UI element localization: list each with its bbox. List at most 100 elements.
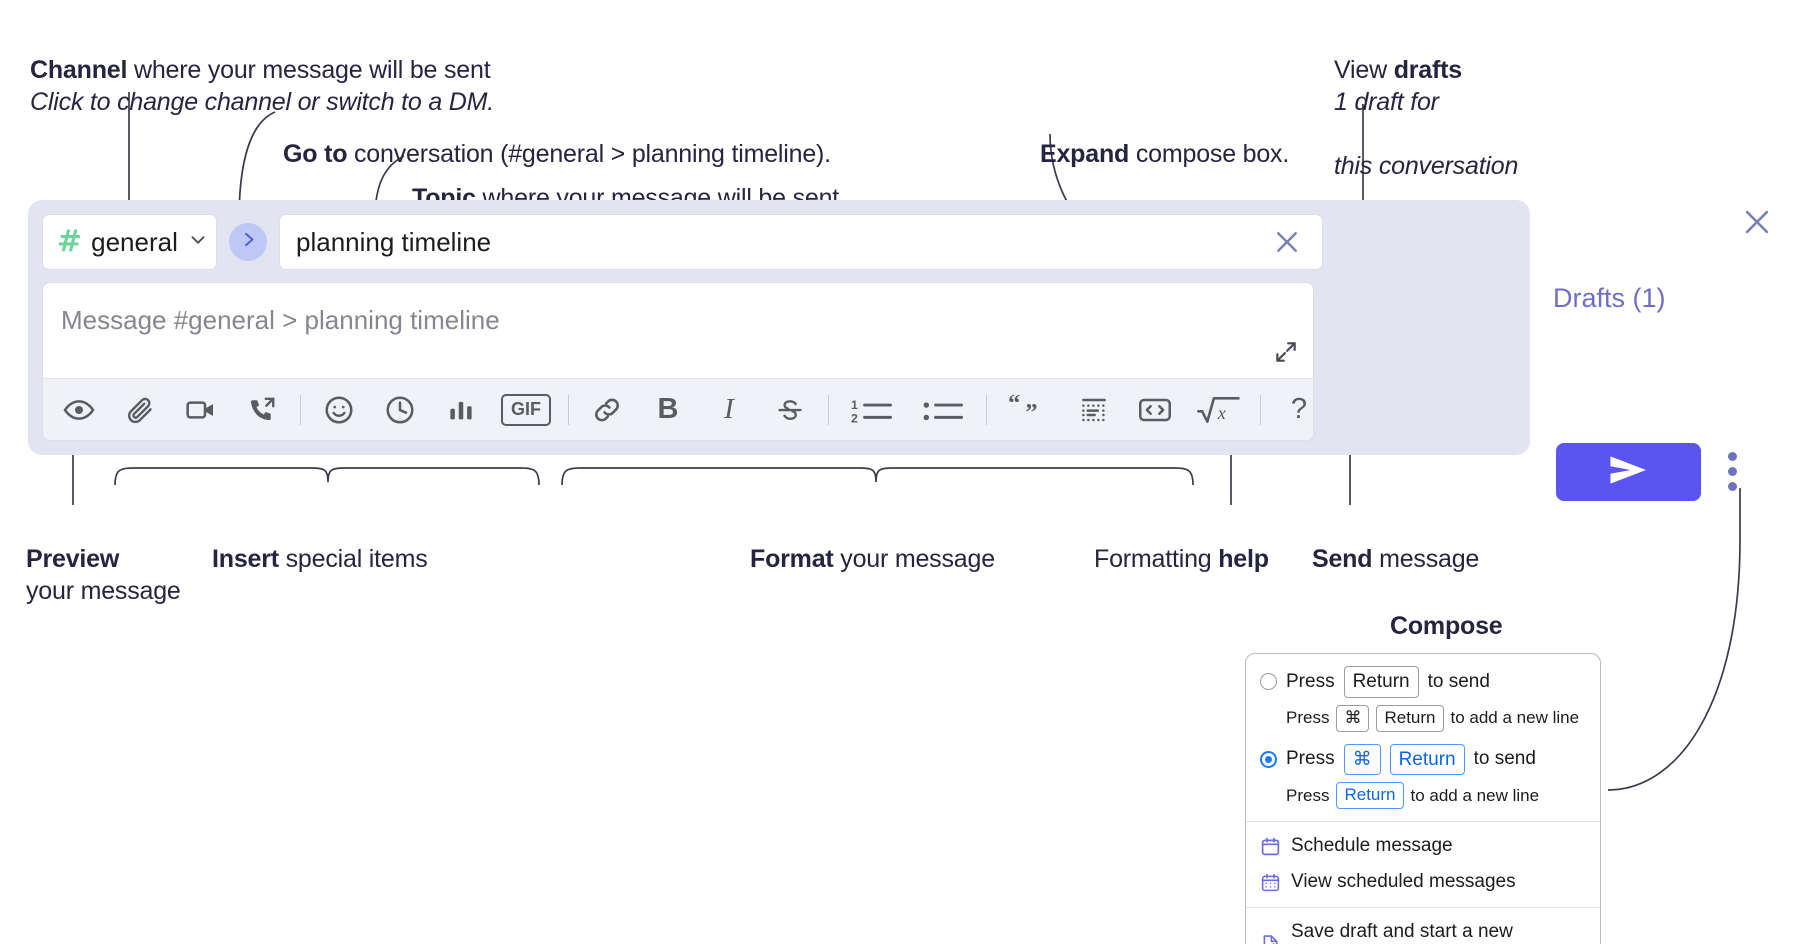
menu-item-schedule-message[interactable]: Schedule message <box>1246 825 1600 864</box>
radio-unselected-icon[interactable] <box>1260 673 1277 691</box>
clear-topic-icon[interactable] <box>1268 223 1306 261</box>
send-option-cmd-return[interactable]: Press ⌘ Return to send <box>1260 743 1586 776</box>
annotation-goto: Go to conversation (#general > planning … <box>283 106 831 170</box>
annotation-drafts-italic1: 1 draft for <box>1334 88 1439 116</box>
formatting-toolbar: GIF B I <box>43 378 1313 440</box>
option2-sub-post: to add a new line <box>1410 785 1540 805</box>
bold-label: B <box>657 393 679 425</box>
channel-name-label: general <box>91 226 178 257</box>
menu-divider <box>1246 907 1600 909</box>
annotation-channel-rest: where your message will be sent <box>127 56 491 84</box>
option1-key: Return <box>1343 666 1419 698</box>
annotation-drafts: View drafts 1 draft for this conversatio… <box>1334 22 1518 214</box>
chevron-down-icon <box>187 229 209 256</box>
annotation-drafts-italic2: this conversation <box>1334 152 1519 180</box>
annotation-expand: Expand compose box. <box>1040 106 1289 170</box>
message-placeholder: Message #general > planning timeline <box>61 305 500 335</box>
formatting-help-button[interactable]: ? <box>1275 388 1313 432</box>
chevron-right-icon <box>239 230 258 254</box>
option2-key2: Return <box>1389 743 1465 776</box>
svg-text:”: ” <box>1025 398 1037 424</box>
inline-code-button[interactable] <box>1131 388 1179 432</box>
separator-4 <box>986 394 987 425</box>
svg-text:x: x <box>1217 403 1226 423</box>
topic-value: planning timeline <box>296 226 492 257</box>
annotation-insert: Insert special items <box>212 511 428 575</box>
message-box: Message #general > planning timeline <box>42 282 1314 441</box>
annotation-insert-bold: Insert <box>212 545 279 573</box>
menu-item-label: Schedule message <box>1291 835 1453 857</box>
separator-1 <box>300 394 301 425</box>
expand-compose-icon[interactable] <box>1273 339 1299 365</box>
send-icon <box>1606 453 1652 492</box>
option2-sub-key: Return <box>1336 782 1404 810</box>
help-label: ? <box>1290 393 1308 425</box>
calendar-grid-icon <box>1260 872 1281 893</box>
draft-group: Save draft and start a new message <box>1246 908 1600 944</box>
compose-options-menu: Press Return to send Press ⌘ Return to a… <box>1245 653 1601 944</box>
annotation-formatting-help: Formatting help <box>1094 511 1269 575</box>
send-option-return[interactable]: Press Return to send <box>1260 666 1586 698</box>
option1-post: to send <box>1427 670 1490 692</box>
send-shortcut-options: Press Return to send Press ⌘ Return to a… <box>1246 654 1600 821</box>
video-clip-button[interactable] <box>177 388 225 432</box>
link-button[interactable] <box>583 388 631 432</box>
channel-selector[interactable]: # general <box>42 214 217 270</box>
drafts-link[interactable]: Drafts (1) <box>1553 283 1666 313</box>
annotation-send-bold: Send <box>1312 545 1373 573</box>
annotation-channel: Channel where your message will be sent … <box>30 22 494 150</box>
svg-text:2: 2 <box>851 411 858 425</box>
annotation-expand-bold: Expand <box>1040 140 1130 168</box>
preview-button[interactable] <box>55 388 103 432</box>
compose-panel: # general planning timeline M <box>28 200 1530 455</box>
gif-button[interactable]: GIF <box>498 388 554 432</box>
schedule-group: Schedule message View scheduled messages <box>1246 822 1600 907</box>
annotation-help-bold: help <box>1218 545 1269 573</box>
bulleted-list-button[interactable] <box>914 388 972 432</box>
blockquote-button[interactable]: “ ” <box>1001 388 1057 432</box>
annotation-compose-bold1: Compose <box>1390 612 1503 640</box>
menu-divider <box>1246 821 1600 823</box>
radio-selected-icon[interactable] <box>1260 750 1277 768</box>
kebab-dot <box>1728 452 1737 461</box>
annotation-preview: Preview your message <box>26 511 181 639</box>
annotation-drafts-plain: View <box>1334 56 1394 84</box>
annotation-expand-rest: compose box. <box>1129 140 1290 168</box>
annotation-help-plain: Formatting <box>1094 545 1219 573</box>
ordered-list-button[interactable]: 1 2 <box>843 388 901 432</box>
separator-3 <box>828 394 829 425</box>
go-to-conversation-button[interactable] <box>229 223 267 261</box>
compose-header-row: # general planning timeline <box>42 214 1323 270</box>
option2-key1: ⌘ <box>1343 743 1381 776</box>
annotation-goto-rest: conversation (#general > planning timeli… <box>347 140 831 168</box>
kebab-dot <box>1728 482 1737 491</box>
send-button[interactable] <box>1556 443 1701 501</box>
annotation-preview-bold: Preview <box>26 545 120 573</box>
message-input[interactable]: Message #general > planning timeline <box>43 283 1313 379</box>
bold-button[interactable]: B <box>644 388 692 432</box>
annotation-goto-bold: Go to <box>283 140 348 168</box>
separator-5 <box>1260 394 1261 425</box>
option1-sub-key2: Return <box>1376 704 1444 732</box>
strikethrough-button[interactable] <box>766 388 814 432</box>
topic-input[interactable]: planning timeline <box>279 214 1323 270</box>
emoji-button[interactable] <box>315 388 363 432</box>
option2-post: to send <box>1473 748 1536 770</box>
reminder-button[interactable] <box>376 388 424 432</box>
compose-options-button[interactable] <box>1728 452 1737 491</box>
option1-sub-post: to add a new line <box>1450 708 1580 728</box>
svg-text:“: “ <box>1008 395 1020 417</box>
attach-file-button[interactable] <box>116 388 164 432</box>
annotation-format-rest: your message <box>833 545 995 573</box>
option1-sub-key1: ⌘ <box>1336 704 1370 732</box>
audio-clip-button[interactable] <box>238 388 286 432</box>
close-panel-icon[interactable] <box>1740 205 1774 239</box>
menu-item-view-scheduled-messages[interactable]: View scheduled messages <box>1246 864 1600 900</box>
menu-item-save-draft[interactable]: Save draft and start a new message <box>1246 911 1600 944</box>
poll-button[interactable] <box>437 388 485 432</box>
math-button[interactable]: x <box>1192 388 1246 432</box>
annotation-drafts-bold: drafts <box>1393 56 1462 84</box>
option2-sub-pre: Press <box>1286 785 1330 805</box>
italic-button[interactable]: I <box>705 388 753 432</box>
code-block-button[interactable] <box>1070 388 1118 432</box>
